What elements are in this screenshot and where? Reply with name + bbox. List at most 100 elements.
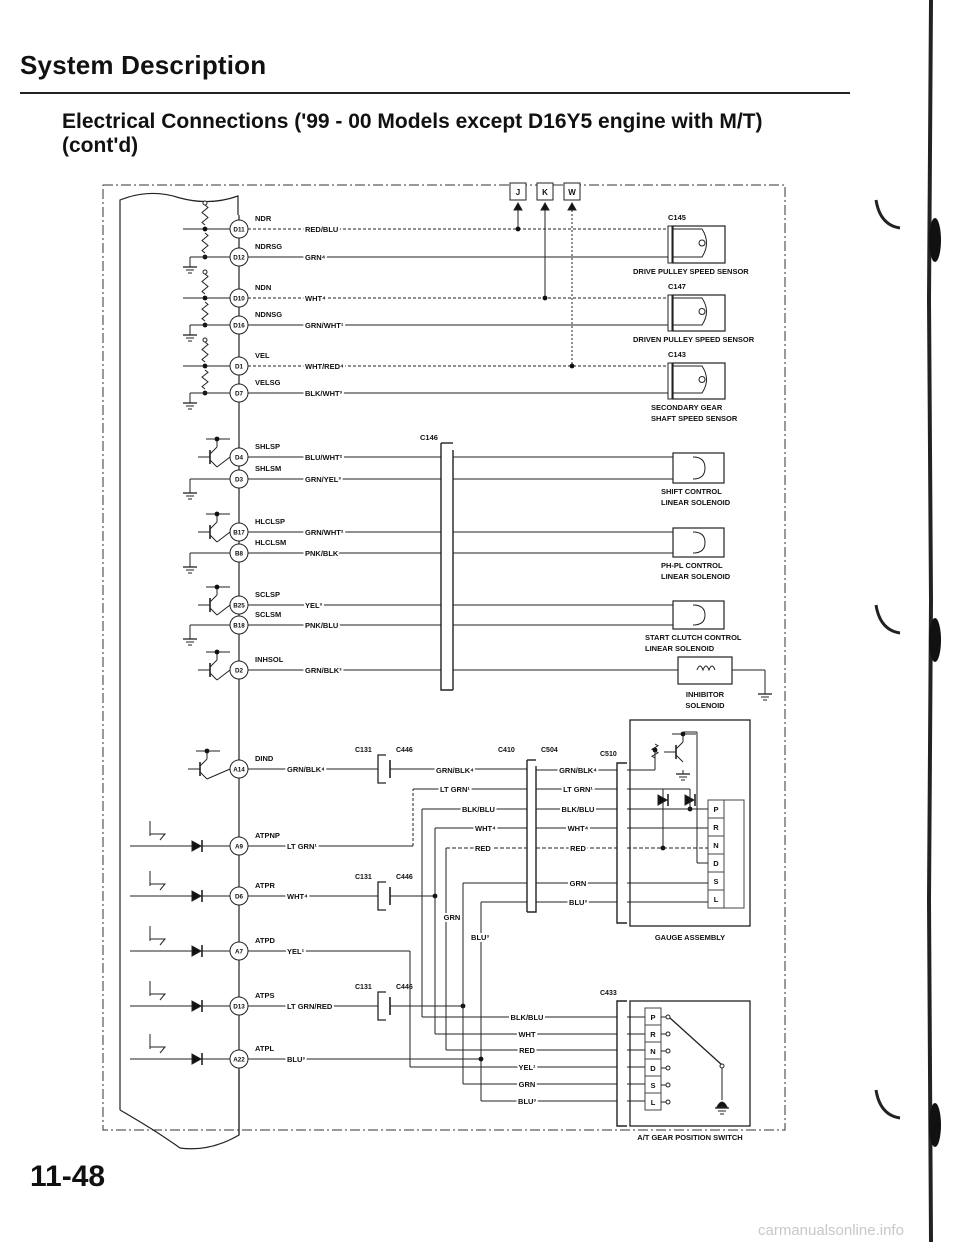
ecm-signal-label: ATPL bbox=[255, 1044, 274, 1053]
connector-1 bbox=[667, 294, 673, 332]
page-binding-edge bbox=[926, 0, 934, 1242]
ecm-terminal-pin bbox=[229, 247, 249, 267]
sensor-icon bbox=[698, 308, 706, 315]
wire bbox=[216, 669, 231, 681]
arrow-up-icon bbox=[513, 201, 523, 211]
wire-color-label: GRN bbox=[519, 1080, 536, 1089]
ecm-signal-label: HLCLSM bbox=[255, 538, 286, 547]
wire-color-label: GRN/BLK⁴ bbox=[287, 765, 325, 774]
wire-color-label: LT GRN¹ bbox=[440, 785, 470, 794]
wire bbox=[216, 604, 231, 616]
junction-label: J bbox=[516, 188, 520, 197]
gear-position-label: R bbox=[650, 1030, 656, 1039]
transistor-icon bbox=[675, 754, 684, 763]
c446-label: C446 bbox=[396, 984, 413, 991]
ecm-signal-label: ATPR bbox=[255, 881, 275, 890]
switch-contact-icon bbox=[665, 1031, 671, 1037]
scan-mark bbox=[874, 604, 901, 635]
ecm-terminal-id: B18 bbox=[233, 623, 245, 630]
switch-contact-icon bbox=[665, 1082, 671, 1088]
switch-arm bbox=[669, 1017, 723, 1066]
pullup-icon bbox=[202, 200, 208, 206]
wire-color-label: BLU³ bbox=[569, 898, 587, 907]
ecm-terminal-id: D16 bbox=[233, 323, 245, 330]
ecm-terminal-id: D6 bbox=[235, 894, 244, 901]
ecm-terminal-id: B8 bbox=[235, 551, 244, 558]
ecm-terminal-id: D4 bbox=[235, 455, 244, 462]
sensor-connector-label: C143 bbox=[668, 350, 686, 359]
diode-icon bbox=[191, 1000, 203, 1012]
page-title: System Description bbox=[20, 50, 267, 80]
c446-label: C446 bbox=[396, 874, 413, 881]
c131-label: C131 bbox=[355, 874, 372, 881]
wire-color-label: BLU³ bbox=[518, 1097, 536, 1106]
c433-label: C433 bbox=[600, 990, 617, 997]
junction-dot bbox=[542, 295, 548, 301]
switch-contact-icon bbox=[665, 1099, 671, 1105]
solenoid-name: START CLUTCH CONTROL bbox=[645, 633, 742, 642]
coil-icon bbox=[673, 297, 707, 326]
coil-icon bbox=[673, 365, 707, 394]
gauge-position-label: P bbox=[713, 805, 718, 814]
junction-label: K bbox=[542, 188, 548, 197]
diode-icon bbox=[191, 945, 203, 957]
ecm-signal-label: SHLSM bbox=[255, 464, 281, 473]
junction-dot bbox=[214, 436, 220, 442]
junction-dot bbox=[214, 649, 220, 655]
solenoid-name: LINEAR SOLENOID bbox=[661, 572, 731, 581]
c131-connector bbox=[377, 881, 386, 911]
ecm-terminal-id: B17 bbox=[233, 530, 245, 537]
ecm-outline bbox=[119, 192, 239, 1110]
transistor-icon bbox=[675, 741, 684, 750]
resistor-icon bbox=[201, 273, 209, 295]
solenoid-coil-icon bbox=[692, 531, 706, 554]
junction-dot bbox=[569, 363, 575, 369]
section-title: Electrical Connections ('99 - 00 Models … bbox=[62, 110, 763, 133]
ecm-terminal-pin bbox=[229, 522, 249, 542]
solenoid-name: PH-PL CONTROL bbox=[661, 561, 723, 570]
wire-color-label: YEL¹ bbox=[518, 1063, 536, 1072]
resistor-icon bbox=[201, 301, 209, 322]
ecm-signal-label: ATPNP bbox=[255, 831, 280, 840]
transistor-icon bbox=[209, 459, 218, 468]
gear-position-label: S bbox=[650, 1081, 655, 1090]
transistor-icon bbox=[209, 607, 218, 616]
sensor-name: DRIVEN PULLEY SPEED SENSOR bbox=[633, 335, 755, 344]
ecm-terminal-pin bbox=[229, 543, 249, 563]
c146-connector bbox=[440, 443, 454, 691]
sensor-connector-label: C147 bbox=[668, 282, 686, 291]
gauge-position-label: L bbox=[714, 895, 719, 904]
c510-connector bbox=[616, 762, 627, 924]
ecm-terminal-pin bbox=[229, 941, 249, 961]
ecm-terminal-id: D11 bbox=[233, 227, 245, 234]
wire-color-label: YEL¹ bbox=[287, 947, 305, 956]
gear-position-label: P bbox=[650, 1013, 655, 1022]
ecm-signal-label: NDRSG bbox=[255, 242, 282, 251]
scan-blot bbox=[929, 218, 941, 262]
ecm-signal-label: ATPS bbox=[255, 991, 274, 1000]
sensor-icon bbox=[698, 239, 706, 247]
resistor-icon bbox=[201, 204, 209, 226]
ecm-terminal-id: B25 bbox=[233, 603, 245, 610]
wire-color-label: GRN/YEL³ bbox=[305, 475, 341, 484]
ecm-signal-label: SCLSM bbox=[255, 610, 281, 619]
ecm-signal-label: INHSOL bbox=[255, 655, 284, 664]
ecm-terminal-id: D13 bbox=[233, 1004, 245, 1011]
ecm-terminal-pin bbox=[229, 615, 249, 635]
ecm-terminal-id: D1 bbox=[235, 364, 244, 371]
wire-color-label: GRN/BLK⁴ bbox=[559, 766, 597, 775]
scan-blot bbox=[929, 618, 941, 662]
inhibitor-coil-icon bbox=[696, 665, 716, 672]
gear-switch-label: A/T GEAR POSITION SWITCH bbox=[637, 1133, 742, 1142]
arrow-up-icon bbox=[567, 201, 577, 211]
diode-icon bbox=[191, 1053, 203, 1065]
junction-box-0 bbox=[509, 182, 527, 201]
ecm-terminal-id: D7 bbox=[235, 391, 244, 398]
c433-connector bbox=[616, 1000, 627, 1127]
switch-pivot-icon bbox=[719, 1063, 725, 1069]
junction-label: W bbox=[568, 188, 576, 197]
gauge-position-label: R bbox=[713, 823, 719, 832]
transistor-icon bbox=[199, 758, 208, 767]
wire-color-label: GRN/WHT² bbox=[305, 528, 344, 537]
